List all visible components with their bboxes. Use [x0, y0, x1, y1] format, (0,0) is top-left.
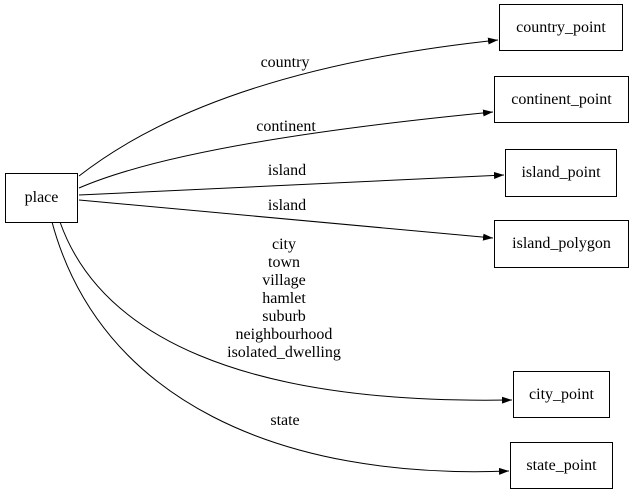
edge-label-island-point: island — [267, 162, 307, 179]
edge-place-country_point — [78, 37, 499, 177]
edge-place-island_point — [78, 171, 505, 196]
edge-label-island-polygon: island — [267, 197, 307, 214]
edge-place-continent_point — [78, 109, 494, 189]
node-city-point: city_point — [513, 371, 610, 418]
node-continent-point: continent_point — [494, 76, 629, 123]
edge-label-country: country — [260, 54, 310, 71]
edge-label-state: state — [270, 412, 300, 429]
edge-place-city_point — [59, 221, 513, 404]
edge-place-state_point — [51, 221, 510, 475]
node-island-point: island_point — [505, 149, 617, 197]
edge-place-island_polygon — [78, 199, 494, 241]
edge-label-city-group: city town village hamlet suburb neighbou… — [227, 236, 341, 361]
node-state-point: state_point — [510, 442, 613, 489]
node-place: place — [5, 173, 78, 223]
node-country-point: country_point — [499, 4, 623, 51]
edge-label-continent: continent — [256, 118, 316, 135]
node-island-polygon: island_polygon — [494, 220, 629, 268]
